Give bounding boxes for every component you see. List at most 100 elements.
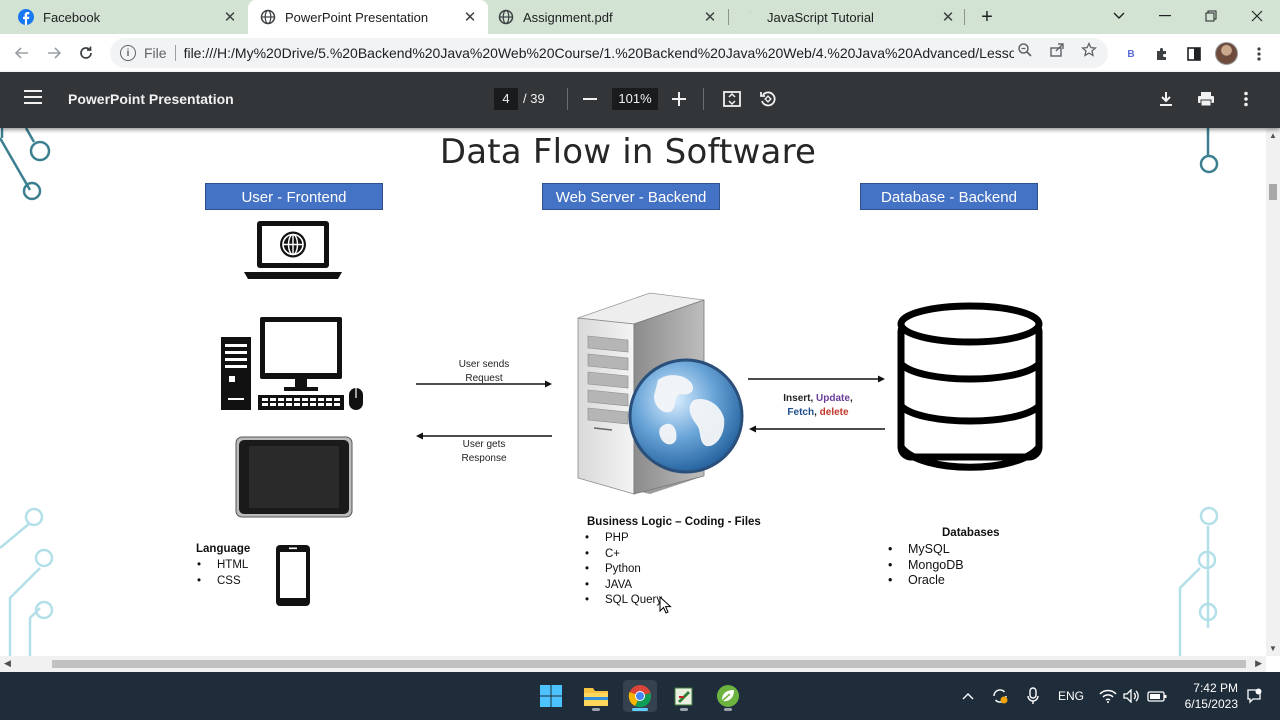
vertical-scrollbar[interactable]: ▲ ▼ <box>1266 128 1280 656</box>
taskbar-file-explorer[interactable] <box>579 680 613 712</box>
zoom-out-icon[interactable] <box>577 86 603 112</box>
reload-icon[interactable] <box>74 41 98 65</box>
tab-separator <box>728 9 729 25</box>
zoom-icon[interactable] <box>1016 41 1034 59</box>
running-indicator <box>592 708 600 711</box>
url-text[interactable]: file:///H:/My%20Drive/5.%20Backend%20Jav… <box>183 45 1014 61</box>
back-icon[interactable] <box>10 41 34 65</box>
forward-icon[interactable] <box>42 41 66 65</box>
more-menu-icon[interactable] <box>1248 43 1270 65</box>
menu-icon[interactable] <box>24 90 42 108</box>
request-response-arrows <box>416 380 552 440</box>
pdf-toolbar: PowerPoint Presentation 4 / 39 101% <box>0 72 1280 128</box>
tab-title: Facebook <box>43 9 101 25</box>
taskbar: ENG 7:42 PM 6/15/2023 <box>0 672 1280 720</box>
zoom-input[interactable]: 101% <box>612 88 658 110</box>
scrollbar-thumb[interactable] <box>1269 184 1277 200</box>
restore-icon[interactable] <box>1198 4 1224 28</box>
new-tab-button[interactable]: + <box>981 5 993 28</box>
browser-toolbar: i File file:///H:/My%20Drive/5.%20Backen… <box>0 34 1280 72</box>
mobile-phone-icon <box>276 545 310 606</box>
extension-badge-icon[interactable]: B <box>1127 48 1135 60</box>
start-button[interactable] <box>534 680 568 712</box>
time-text: 7:42 PM <box>1193 681 1238 695</box>
zoom-in-icon[interactable] <box>666 86 692 112</box>
input-language[interactable]: ENG <box>1057 689 1084 703</box>
list-item: HTML <box>197 558 248 574</box>
close-tab-icon[interactable]: ✕ <box>223 9 237 26</box>
taskbar-spring-tool[interactable] <box>711 680 745 712</box>
divider <box>174 45 176 61</box>
minimize-icon[interactable] <box>1152 4 1178 28</box>
volume-icon[interactable] <box>1122 686 1142 706</box>
list-item: CSS <box>197 574 248 590</box>
pdf-viewport[interactable]: Data Flow in Software User - Frontend We… <box>0 128 1280 672</box>
rotate-icon[interactable] <box>755 86 781 112</box>
microphone-icon[interactable] <box>1024 686 1042 706</box>
scroll-down-icon[interactable]: ▼ <box>1269 644 1277 653</box>
database-header: Database - Backend <box>860 183 1038 210</box>
databases-title: Databases <box>942 527 1000 539</box>
tab-powerpoint-presentation[interactable]: PowerPoint Presentation ✕ <box>248 0 488 34</box>
close-window-icon[interactable] <box>1244 4 1270 28</box>
database-icon <box>897 302 1043 471</box>
page-total: / 39 <box>523 91 545 106</box>
web-server-icon <box>577 292 744 495</box>
scrollbar-thumb[interactable] <box>52 660 1246 668</box>
share-icon[interactable] <box>1048 41 1066 59</box>
scheme-label: File <box>144 45 167 61</box>
download-icon[interactable] <box>1153 86 1179 112</box>
slide-title: Data Flow in Software <box>439 132 817 172</box>
server-header: Web Server - Backend <box>542 183 720 210</box>
folder-icon <box>584 688 608 706</box>
editor-app-icon <box>674 687 693 706</box>
notification-icon[interactable] <box>1244 686 1264 706</box>
tab-separator <box>964 9 965 25</box>
wifi-icon[interactable] <box>1098 686 1118 706</box>
taskbar-app-editor[interactable] <box>667 680 701 712</box>
horizontal-scrollbar[interactable]: ◀ ▶ <box>0 656 1266 672</box>
close-tab-icon[interactable]: ✕ <box>703 9 717 26</box>
chrome-icon <box>628 685 651 708</box>
laptop-icon <box>244 221 342 279</box>
tab-title: Assignment.pdf <box>523 9 613 25</box>
site-info-icon[interactable]: i <box>120 45 136 61</box>
running-indicator <box>724 708 732 711</box>
side-panel-icon[interactable] <box>1183 43 1205 65</box>
mouse-cursor-icon <box>659 596 672 614</box>
facebook-icon <box>18 9 34 25</box>
scroll-right-icon[interactable]: ▶ <box>1255 658 1262 668</box>
page-number-input[interactable]: 4 <box>494 88 518 110</box>
scroll-left-icon[interactable]: ◀ <box>4 658 11 668</box>
tab-facebook[interactable]: Facebook ✕ <box>0 0 248 34</box>
scroll-up-icon[interactable]: ▲ <box>1269 131 1277 140</box>
windows-icon <box>540 685 562 707</box>
divider <box>703 88 704 110</box>
show-hidden-icons[interactable] <box>960 686 976 706</box>
list-item: MySQL <box>888 542 964 558</box>
address-bar[interactable]: i File file:///H:/My%20Drive/5.%20Backen… <box>110 38 1108 68</box>
sync-icon[interactable] <box>990 686 1010 706</box>
close-tab-icon[interactable]: ✕ <box>941 9 955 26</box>
extensions-puzzle-icon[interactable] <box>1151 43 1173 65</box>
clock[interactable]: 7:42 PM 6/15/2023 <box>1180 680 1238 712</box>
print-icon[interactable] <box>1193 86 1219 112</box>
databases-list: MySQL MongoDB Oracle <box>888 542 964 589</box>
tab-search-icon[interactable] <box>1106 4 1132 28</box>
close-tab-icon[interactable]: ✕ <box>463 9 477 26</box>
bookmark-star-icon[interactable] <box>1080 41 1098 59</box>
more-actions-icon[interactable] <box>1233 86 1259 112</box>
list-item: C+ <box>585 547 662 563</box>
crud-operations-label: Insert, Update, Fetch, delete <box>783 393 853 418</box>
language-list: HTML CSS <box>197 558 248 589</box>
tab-javascript-tutorial[interactable]: JavaScript Tutorial ✕ <box>730 0 966 34</box>
spring-leaf-icon <box>717 685 739 707</box>
taskbar-chrome[interactable] <box>623 680 657 712</box>
profile-avatar[interactable] <box>1215 42 1238 65</box>
battery-icon[interactable] <box>1146 686 1168 706</box>
tab-assignment-pdf[interactable]: Assignment.pdf ✕ <box>488 0 728 34</box>
fit-page-icon[interactable] <box>719 86 745 112</box>
desktop-computer-icon <box>221 317 363 410</box>
list-item: MongoDB <box>888 558 964 574</box>
